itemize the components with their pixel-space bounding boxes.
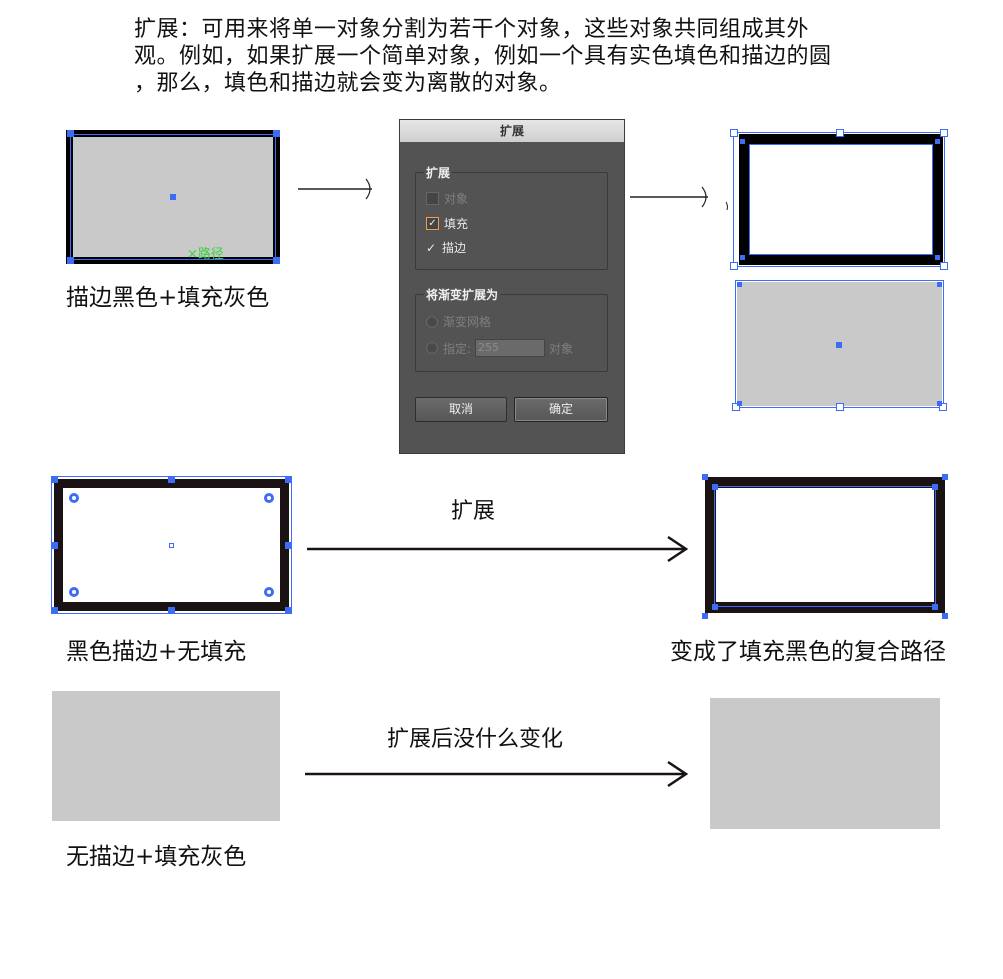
path-hint-label: 路径: [197, 247, 224, 262]
object-label: 对象: [444, 192, 469, 206]
bbox-handle: [285, 476, 292, 483]
anchor-point: [937, 282, 942, 287]
bbox-handle: [836, 129, 844, 137]
corner-widget-icon: [263, 586, 275, 598]
compound-path-fill: [705, 477, 945, 613]
radio-button: [426, 315, 438, 328]
inner-hole: [749, 144, 933, 255]
example3-caption: 无描边+填充灰色: [66, 844, 247, 870]
example2-caption-right: 变成了填充黑色的复合路径: [670, 639, 946, 665]
expanded-fill-object: [732, 280, 947, 411]
anchor-point: [712, 604, 718, 610]
anchor-point: [932, 484, 938, 490]
bbox-handle: [51, 476, 58, 483]
radio-button: [426, 342, 438, 354]
anchor-point: [935, 255, 940, 260]
selection-handle: [67, 257, 74, 264]
fill-checkbox[interactable]: ✓ 填充: [426, 215, 468, 232]
dialog-title: 扩展: [400, 120, 624, 142]
bbox-handle: [732, 403, 740, 411]
bbox-handle: [168, 607, 175, 614]
bbox-handle: [939, 403, 947, 411]
fill-label: 填充: [444, 217, 469, 231]
intro-paragraph: 扩展：可用来将单一对象分割为若干个对象，这些对象共同组成其外 观。例如，如果扩展…: [134, 16, 914, 97]
anchor-point: [737, 282, 742, 287]
bbox-handle: [51, 607, 58, 614]
checkmark-icon: ✓: [426, 240, 437, 255]
example1-caption: 描边黑色+填充灰色: [66, 285, 270, 311]
center-point: [169, 543, 174, 548]
example2-source-rect: [51, 476, 292, 614]
anchor-point: [740, 255, 745, 260]
bbox-handle: [51, 542, 58, 549]
intro-line-1: 扩展：可用来将单一对象分割为若干个对象，这些对象共同组成其外: [134, 17, 810, 42]
arrow-to-result: [630, 186, 728, 210]
cancel-button[interactable]: 取消: [415, 397, 507, 422]
anchor-point: [737, 401, 742, 406]
bbox-handle: [285, 607, 292, 614]
path-hint: ×路径: [187, 243, 224, 262]
example1-source-rect: ×路径: [66, 130, 280, 264]
bbox-handle: [730, 262, 738, 270]
anchor-point: [702, 613, 708, 619]
example2-result-compound-path: [702, 474, 948, 619]
intro-line-2: 观。例如，如果扩展一个简单对象，例如一个具有实色填色和描边的圆: [134, 44, 832, 69]
center-point: [170, 194, 176, 200]
gradient-mesh-label: 渐变网格: [443, 315, 492, 329]
checkbox-box: [426, 192, 439, 205]
bbox-handle: [940, 129, 948, 137]
gradient-group: 将渐变扩展为 渐变网格 指定: 255 对象: [415, 286, 608, 372]
expand-group: 扩展 对象 ✓ 填充 ✓ 描边: [415, 164, 608, 270]
center-point: [836, 342, 842, 348]
stroke-label: 描边: [442, 241, 467, 255]
gradient-mesh-radio[interactable]: 渐变网格: [426, 313, 491, 330]
example3-source-rect: [52, 691, 280, 821]
objects-label: 对象: [549, 341, 574, 356]
selection-handle: [67, 130, 74, 137]
example3-arrow-label: 扩展后没什么变化: [387, 727, 564, 752]
selection-handle: [273, 257, 280, 264]
ok-button[interactable]: 确定: [514, 397, 608, 422]
stroke-checkbox[interactable]: ✓ 描边: [426, 239, 466, 256]
arrow-no-change: [305, 760, 689, 788]
corner-widget-icon: [68, 492, 80, 504]
anchor-point: [932, 604, 938, 610]
specify-label: 指定:: [443, 341, 472, 356]
example2-arrow-label: 扩展: [451, 499, 496, 524]
arrow-expand: [307, 535, 689, 563]
gradient-group-title: 将渐变扩展为: [424, 286, 501, 303]
example2-caption-left: 黑色描边+无填充: [66, 639, 247, 665]
anchor-point: [740, 139, 745, 144]
bbox-handle: [836, 403, 844, 411]
corner-widget-icon: [263, 492, 275, 504]
corner-widget-icon: [68, 586, 80, 598]
expand-group-title: 扩展: [424, 164, 453, 181]
black-stroke: [54, 479, 289, 611]
bbox-handle: [168, 476, 175, 483]
specify-radio[interactable]: 指定: 255 对象: [426, 339, 573, 357]
object-checkbox[interactable]: 对象: [426, 190, 468, 207]
intro-line-3: ，那么，填色和描边就会变为离散的对象。: [134, 71, 562, 96]
bbox-handle: [940, 262, 948, 270]
anchor-point: [942, 474, 948, 480]
example3-result-rect: [710, 698, 940, 829]
specify-objects-input[interactable]: 255: [475, 339, 546, 357]
expanded-stroke-object: [730, 129, 948, 270]
selection-outline: [70, 134, 276, 260]
expand-dialog: 扩展 扩展 对象 ✓ 填充 ✓ 描边 将渐变扩展为 渐变网格 指定: 255 对…: [399, 119, 625, 454]
checkmark-icon: ✓: [426, 217, 439, 230]
inner-path-outline: [714, 486, 936, 607]
anchor-point: [937, 401, 942, 406]
stroke-ring: [739, 134, 943, 265]
selection-handle: [273, 130, 280, 137]
bbox-handle: [730, 129, 738, 137]
arrow-to-dialog: [298, 178, 372, 200]
anchor-point: [935, 139, 940, 144]
anchor-point: [702, 474, 708, 480]
anchor-point: [942, 613, 948, 619]
x-marker-icon: ×: [187, 247, 198, 262]
anchor-point: [712, 484, 718, 490]
bbox-handle: [285, 542, 292, 549]
